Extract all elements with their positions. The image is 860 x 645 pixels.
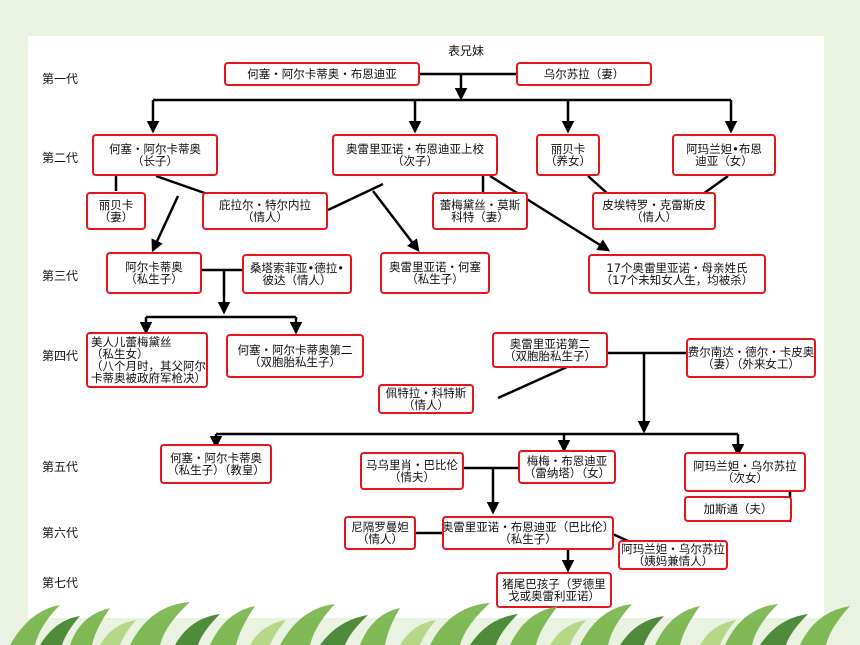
person-rebeca-adopted: 丽贝卡（养女）: [536, 134, 600, 176]
person-amaranta-ursula: 阿玛兰妲・乌尔苏拉（次女）: [684, 452, 806, 492]
person-seventeen-aurelianos: 17个奥雷里亚诺・母亲姓氏（17个未知女人生，均被杀）: [588, 254, 766, 294]
generation-label-5: 第五代: [42, 460, 79, 474]
person-rebeca-wife: 丽贝卡（妻）: [86, 192, 146, 230]
family-tree-canvas: 表兄妹 第一代 第二代 第三代 第四代 第五代 第六代 第七代 何塞・阿尔卡蒂奥…: [28, 36, 824, 618]
generation-label-7: 第七代: [42, 576, 79, 590]
decorative-foliage: [10, 602, 850, 645]
person-remedios-moscote: 蕾梅黛丝・莫斯科特（妻）: [432, 192, 528, 230]
person-ursula-wife: 乌尔苏拉（妻）: [516, 62, 652, 86]
person-gaston: 加斯通（夫）: [684, 496, 792, 522]
person-jose-arcadio-pope: 何塞・阿尔卡蒂奥（私生子）（教皇）: [160, 444, 272, 484]
person-fernanda-del-carpio: 费尔南达・德尔・卡皮奥（妻）（外来女工）: [686, 338, 816, 378]
diagram-title: 表兄妹: [448, 44, 485, 58]
generation-label-3: 第三代: [42, 269, 79, 283]
person-colonel-aureliano: 奥雷里亚诺・布恩迪亚上校（次子）: [332, 134, 498, 176]
person-aureliano-babilonia: 奥雷里亚诺・布恩迪亚（巴比伦）（私生子）: [442, 516, 614, 550]
person-pietro-crespi: 皮埃特罗・克雷斯皮（情人）: [592, 192, 716, 230]
person-jose-arcadio-eldest: 何塞・阿尔卡蒂奥（长子）: [92, 134, 218, 176]
person-petra-cotes: 佩特拉・科特斯（情人）: [378, 384, 474, 414]
person-amaranta-ursula-aunt: 阿玛兰妲・乌尔苏拉（姨妈兼情人）: [618, 540, 728, 570]
generation-label-4: 第四代: [42, 349, 79, 363]
person-mauricio-babilonia: 马乌里肖・巴比伦（情夫）: [360, 452, 464, 490]
person-nigromanta: 尼隔罗曼妲（情人）: [344, 516, 416, 550]
person-remedios-the-beauty: 美人儿蕾梅黛丝（私生女）（八个月时，其父阿尔卡蒂奥被政府军枪决）: [86, 332, 208, 388]
person-santa-sofia: 桑塔索菲亚•德拉•彼达（情人）: [242, 254, 352, 294]
person-jose-arcadio-segundo: 何塞・阿尔卡蒂奥第二（双胞胎私生子）: [226, 334, 364, 378]
generation-label-2: 第二代: [42, 151, 79, 165]
person-meme: 梅梅・布恩迪亚（雷纳塔）（女）: [518, 450, 616, 484]
generation-label-1: 第一代: [42, 72, 79, 86]
person-arcadio: 阿尔卡蒂奥（私生子）: [106, 252, 202, 294]
connector-lines: [114, 72, 792, 573]
generation-label-6: 第六代: [42, 526, 79, 540]
person-jose-arcadio-buendia: 何塞・阿尔卡蒂奥・布恩迪亚: [224, 62, 420, 86]
person-aureliano-segundo: 奥雷里亚诺第二（双胞胎私生子）: [492, 332, 608, 368]
person-pilar-ternera: 庇拉尔・特尔内拉（情人）: [202, 192, 328, 230]
person-aureliano-jose: 奥雷里亚诺・何塞（私生子）: [380, 252, 490, 294]
person-amaranta: 阿玛兰妲•布恩迪亚（女）: [672, 134, 776, 176]
